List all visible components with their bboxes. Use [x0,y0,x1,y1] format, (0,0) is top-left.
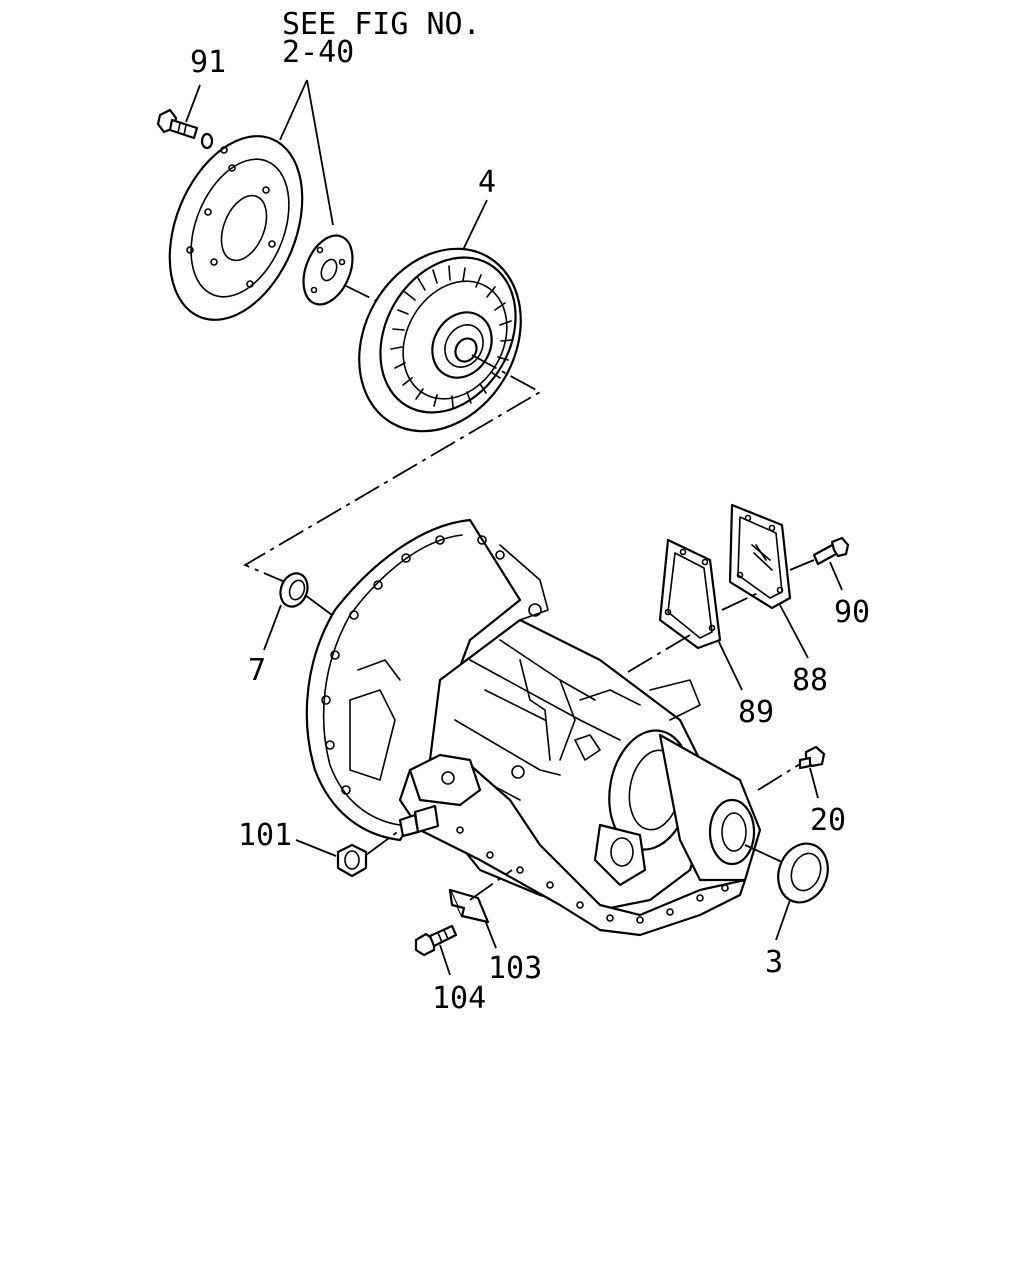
rear-seal-3 [777,842,829,904]
callout-89: 89 [738,695,774,730]
callout-104: 104 [432,981,486,1016]
callout-4: 4 [478,165,496,200]
oil-seal-7 [279,572,309,608]
cover-88 [728,503,792,610]
see-fig-note-line2: 2-40 [282,35,354,70]
nut-101 [336,843,368,878]
bracket-103 [448,888,490,924]
bolt-104 [414,924,458,957]
callout-103: 103 [488,951,542,986]
callout-88: 88 [792,663,828,698]
callout-7: 7 [248,653,266,688]
see-fig-leader-b [306,79,334,226]
flex-plate [168,135,304,321]
gasket-89 [658,538,722,650]
callout-3: 3 [765,945,783,980]
callout-91: 91 [190,45,226,80]
callout-90: 90 [834,595,870,630]
transmission-case [305,518,762,937]
see-fig-leader-a [279,79,308,141]
bolt-91 [156,108,214,150]
plug-20 [798,745,826,770]
see-fig-note-line1: SEE FIG NO. [282,7,481,42]
callout-20: 20 [810,803,846,838]
bolt-90 [812,536,850,566]
callout-101: 101 [238,818,292,853]
adapter-plate [302,234,354,306]
torque-converter-4 [358,247,522,433]
